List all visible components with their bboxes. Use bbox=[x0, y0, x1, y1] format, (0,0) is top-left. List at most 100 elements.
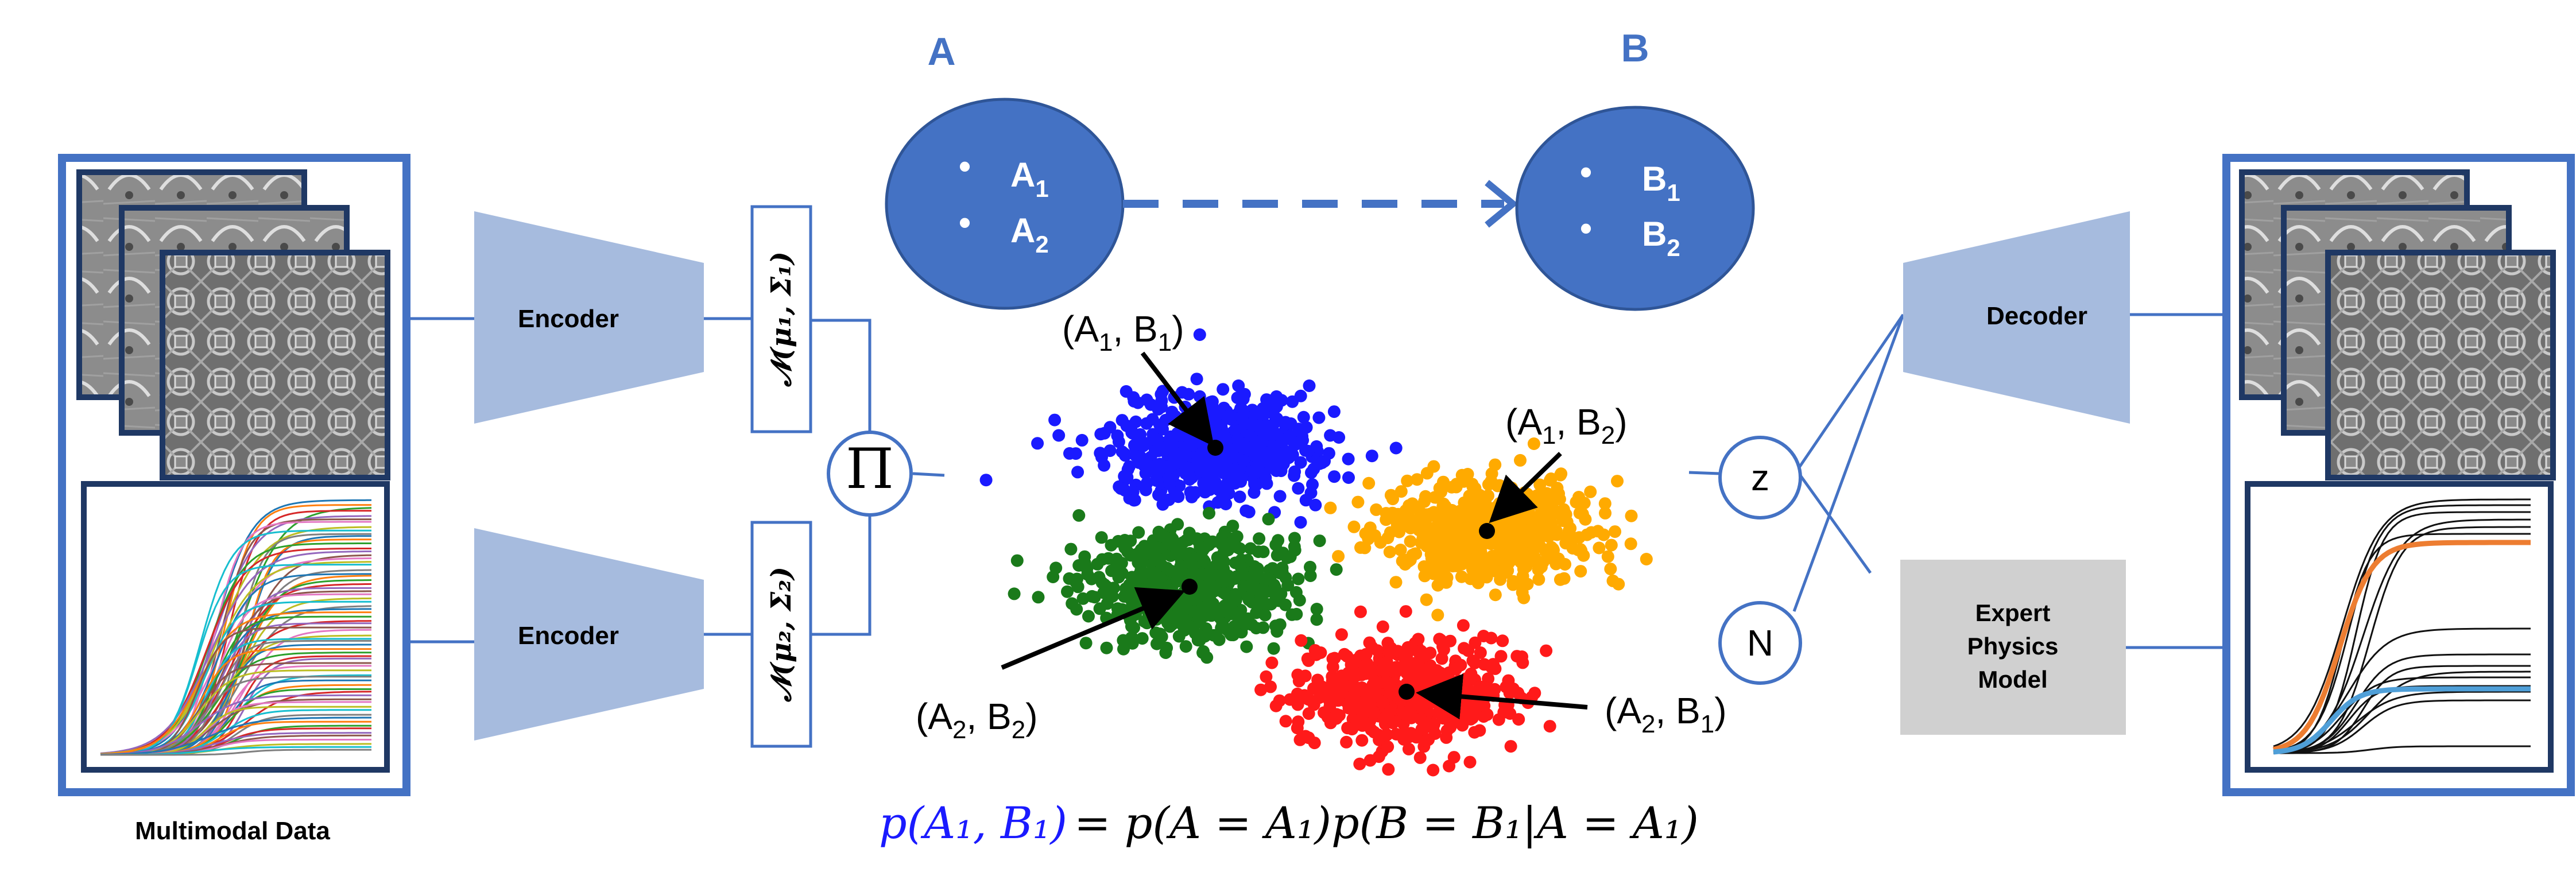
cluster-point bbox=[1436, 640, 1450, 653]
cluster-point bbox=[1251, 567, 1264, 580]
cluster-point bbox=[1008, 587, 1021, 600]
curve-line bbox=[2273, 498, 2531, 747]
cluster-point bbox=[1148, 540, 1161, 553]
cluster-point bbox=[1010, 554, 1024, 567]
encoder-top-label: Encoder bbox=[518, 305, 619, 333]
cluster-point bbox=[1169, 410, 1182, 423]
b2-bullet: • bbox=[1580, 209, 1592, 247]
cluster-label-a1b2: (A1, B2) bbox=[1505, 401, 1628, 449]
cluster-point bbox=[1070, 603, 1083, 616]
cluster-point bbox=[1529, 529, 1543, 541]
cluster-point bbox=[1609, 525, 1621, 538]
cluster-point bbox=[1064, 542, 1078, 556]
cluster-point bbox=[1345, 658, 1358, 671]
cluster-point bbox=[1355, 734, 1369, 747]
cluster-point bbox=[1279, 416, 1292, 429]
cluster-point bbox=[1625, 509, 1638, 522]
image-stack-left bbox=[76, 169, 390, 480]
cluster-point bbox=[1262, 513, 1275, 526]
cluster-point bbox=[1326, 692, 1339, 706]
b1-bullet: • bbox=[1580, 153, 1592, 191]
cluster-point bbox=[1435, 652, 1448, 665]
cluster-point bbox=[1221, 623, 1234, 637]
cluster-point bbox=[1326, 660, 1339, 673]
cluster-point bbox=[979, 474, 993, 487]
cluster-point bbox=[1463, 672, 1476, 685]
cluster-point bbox=[1290, 607, 1303, 621]
cluster-point bbox=[1288, 544, 1301, 557]
cluster-point bbox=[1404, 535, 1417, 548]
cluster-point bbox=[1640, 553, 1653, 565]
cluster-point bbox=[1199, 568, 1213, 582]
cluster-point bbox=[1160, 561, 1173, 575]
cluster-point bbox=[1419, 490, 1432, 503]
cluster-point bbox=[1434, 525, 1447, 538]
cluster-point bbox=[1574, 565, 1587, 578]
curve-line bbox=[100, 611, 371, 755]
cluster-point bbox=[1269, 538, 1283, 552]
cluster-point bbox=[1149, 445, 1162, 458]
distribution-box-bottom bbox=[750, 521, 812, 748]
cluster-point bbox=[1273, 490, 1287, 503]
cluster-point bbox=[1176, 599, 1189, 612]
cluster-point bbox=[1413, 751, 1427, 764]
cluster-point bbox=[1611, 475, 1624, 488]
cluster-point bbox=[1477, 630, 1490, 642]
cluster-point bbox=[1527, 543, 1540, 556]
cluster-point bbox=[1411, 519, 1424, 532]
image-stack-right bbox=[2239, 169, 2556, 480]
cluster-point bbox=[1330, 563, 1343, 576]
cluster-point bbox=[1322, 447, 1335, 460]
cluster-point bbox=[1502, 536, 1515, 549]
cluster-point bbox=[1347, 702, 1360, 715]
cluster-point bbox=[1254, 683, 1268, 696]
cluster-point bbox=[1072, 509, 1086, 522]
cluster-point bbox=[1292, 572, 1305, 586]
cluster-point bbox=[1138, 615, 1151, 628]
cluster-point bbox=[1493, 548, 1506, 561]
cluster-point bbox=[1339, 680, 1351, 693]
cluster-point bbox=[1397, 717, 1410, 730]
distribution-box-top bbox=[750, 205, 812, 433]
multimodal-data-label: Multimodal Data bbox=[135, 817, 330, 845]
cluster-point bbox=[1105, 538, 1118, 552]
cluster-point bbox=[1286, 395, 1299, 408]
b2-label: B2 bbox=[1642, 215, 1680, 261]
cluster-point bbox=[1485, 467, 1498, 480]
curve-line bbox=[100, 716, 371, 755]
cluster-point bbox=[1410, 731, 1423, 744]
cluster-point bbox=[1118, 534, 1132, 546]
cluster-point bbox=[1231, 435, 1245, 448]
cluster-point bbox=[1237, 407, 1250, 420]
cluster-point bbox=[1292, 715, 1305, 728]
cluster-point bbox=[1100, 641, 1113, 654]
cluster-point bbox=[1517, 543, 1531, 556]
cluster-point bbox=[1069, 576, 1082, 588]
cluster-point bbox=[1521, 555, 1534, 568]
cluster-point bbox=[1172, 547, 1185, 560]
cluster-point bbox=[1466, 478, 1479, 491]
cluster-point bbox=[1237, 392, 1250, 405]
cluster-point bbox=[1418, 569, 1431, 583]
cluster-point bbox=[1305, 466, 1318, 479]
cluster-point bbox=[1404, 553, 1417, 567]
cluster-point bbox=[1574, 543, 1587, 556]
cluster-point bbox=[1151, 575, 1164, 588]
cluster-point bbox=[1079, 637, 1093, 650]
cluster-point bbox=[1277, 458, 1290, 470]
cluster-point bbox=[1550, 557, 1563, 571]
input-data-frame bbox=[58, 154, 410, 796]
cluster-point bbox=[1049, 561, 1063, 575]
cluster-point bbox=[1540, 487, 1554, 500]
cluster-point bbox=[1095, 451, 1108, 464]
cluster-point bbox=[1527, 437, 1540, 450]
cluster-point bbox=[1440, 724, 1454, 737]
cluster-point bbox=[1048, 413, 1062, 427]
cluster-point bbox=[1540, 644, 1553, 657]
expert-label-1: Expert bbox=[1975, 599, 2051, 626]
cluster-point bbox=[1174, 560, 1187, 573]
cluster-point bbox=[1517, 524, 1529, 537]
cluster-point bbox=[1237, 568, 1249, 582]
cluster-point bbox=[1152, 525, 1165, 538]
cluster-point bbox=[1119, 449, 1132, 462]
